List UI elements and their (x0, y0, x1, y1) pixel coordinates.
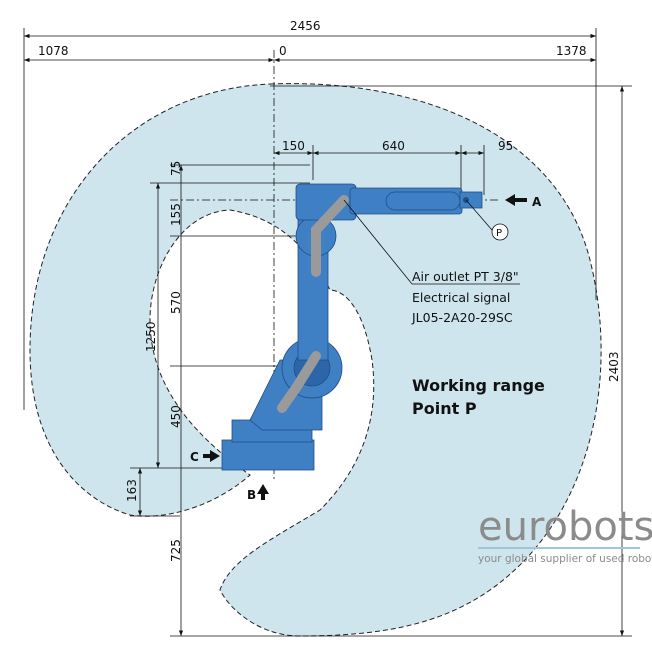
dim-right-reach: 1378 (556, 44, 587, 58)
robot-arm (221, 183, 483, 471)
robot-wrist (459, 191, 483, 209)
marker-c: C (190, 450, 199, 464)
dim-v-163: 163 (125, 479, 139, 502)
dim-total-width: 2456 (290, 19, 321, 33)
note-air-outlet: Air outlet PT 3/8" (412, 269, 519, 284)
working-range-subtitle: Point P (412, 399, 477, 418)
leaders (343, 199, 520, 285)
dim-left-reach: 1078 (38, 44, 69, 58)
dim-offset-150: 150 (282, 139, 305, 153)
robot-base (221, 439, 315, 471)
dim-v-155: 155 (169, 203, 183, 226)
arrow-c-icon (203, 450, 220, 462)
working-range-envelope (29, 83, 602, 637)
marker-p: P (496, 228, 502, 239)
marker-a: A (532, 195, 542, 209)
note-electrical-signal: Electrical signal (412, 290, 510, 305)
arrow-b-icon (257, 484, 269, 500)
working-range-title: Working range (412, 376, 545, 395)
dim-arm-640: 640 (382, 139, 405, 153)
marker-b: B (247, 488, 256, 502)
dim-v-570: 570 (169, 291, 183, 314)
dimension-lines (23, 28, 632, 637)
dim-v-1250: 1250 (144, 321, 158, 352)
watermark-tagline: your global supplier of used robots (478, 553, 652, 565)
dim-total-height: 2403 (607, 351, 621, 382)
robot-link-rod-upper (311, 195, 349, 277)
point-p-circle (491, 223, 509, 241)
dim-v-725: 725 (169, 539, 183, 562)
dim-origin: 0 (279, 44, 287, 58)
robot-link-rod-lower (277, 351, 321, 413)
dim-tool-95: 95 (498, 139, 513, 153)
dim-v-75: 75 (169, 161, 183, 176)
dim-v-450: 450 (169, 405, 183, 428)
note-connector: JL05-2A20-29SC (411, 310, 513, 325)
arrow-a-icon (505, 194, 527, 206)
watermark-brand: eurobots (478, 504, 652, 550)
